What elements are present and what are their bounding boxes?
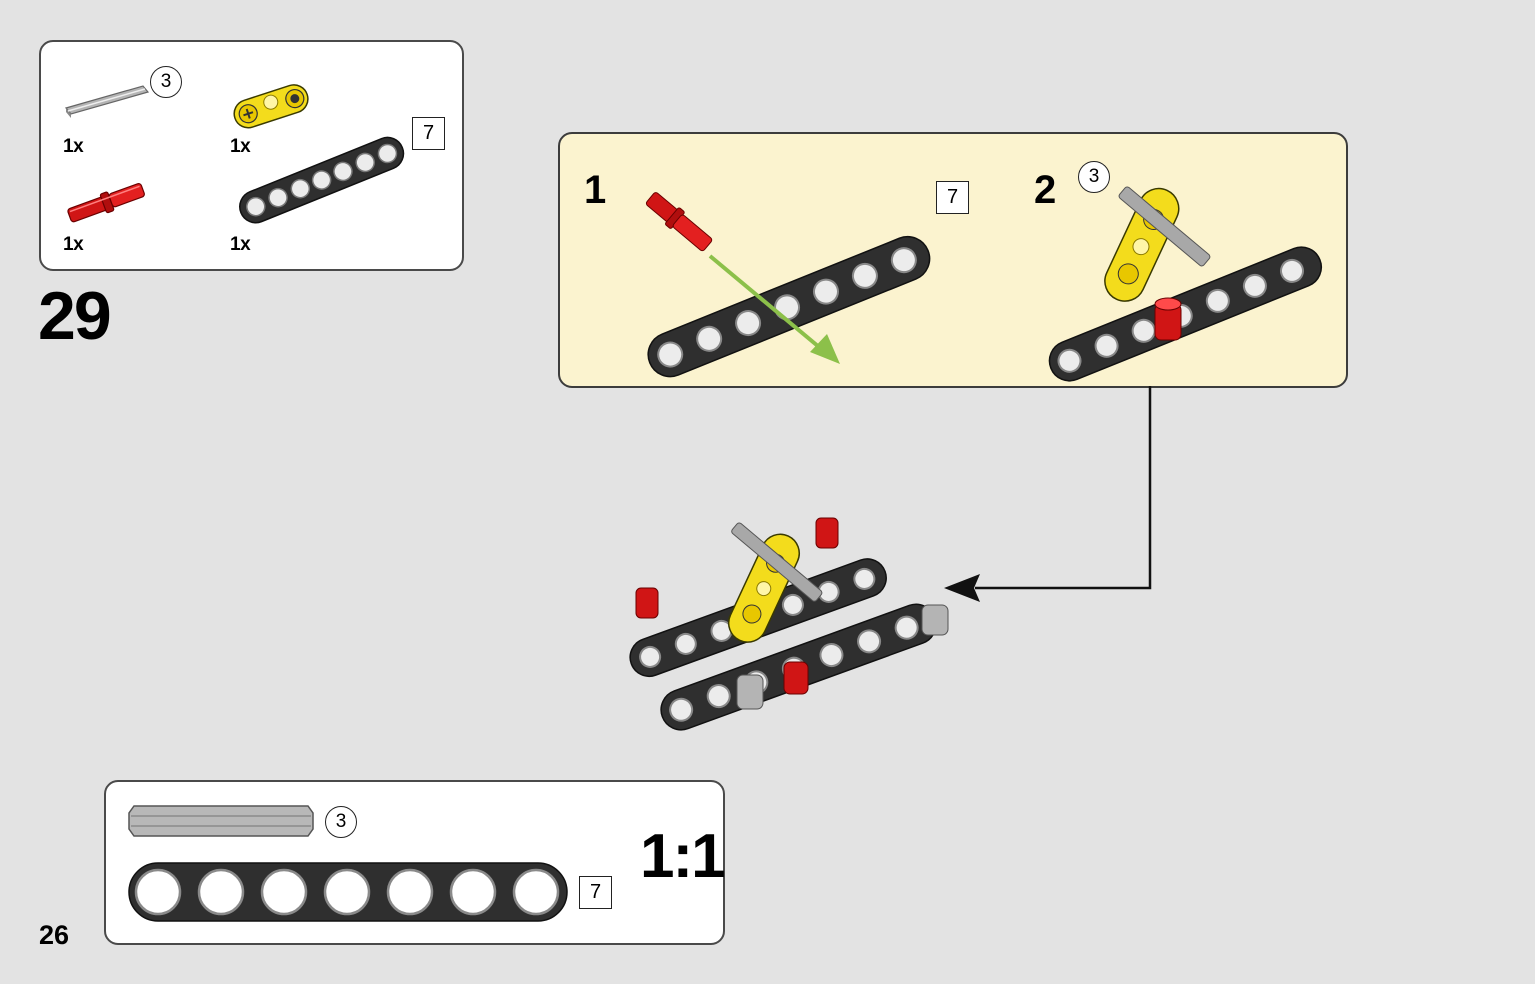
step-result-assembly [629,517,949,731]
substep-2-number: 2 [1034,168,1057,212]
substep-callout: 1 7 2 3 [558,132,1348,388]
substep-1-illustration [645,192,931,378]
cross-block-qty: 1x [230,136,251,157]
axle-length-badge: 3 [150,66,182,98]
page-number: 26 [39,920,70,950]
red-axle-pin-icon [67,183,145,223]
ruler-panel: 3 7 [104,780,725,945]
axle-pin-qty: 1x [63,234,84,255]
ruler-beam-length-badge: 7 [579,876,612,909]
yellow-cross-block-icon [233,84,309,129]
substep-2-illustration [1048,186,1323,382]
gray-axle-icon [64,85,150,118]
beam-ruler-icon [128,862,568,922]
parts-list-panel: 3 1x 1x 1x [39,40,464,271]
callout-connector-arrow [944,386,1152,602]
substep-2-axle-badge: 3 [1078,161,1110,193]
beam-length-badge: 7 [412,117,445,150]
substep-1-number: 1 [584,168,607,212]
substep-1-beam-badge: 7 [936,181,969,214]
step-number: 29 [38,278,112,354]
ruler-axle-length-badge: 3 [325,806,357,838]
scale-label: 1:1 [640,822,726,891]
black-beam-icon [239,136,405,224]
beam-qty: 1x [230,234,251,255]
axle-ruler-icon [128,805,314,837]
axle-qty: 1x [63,136,84,157]
